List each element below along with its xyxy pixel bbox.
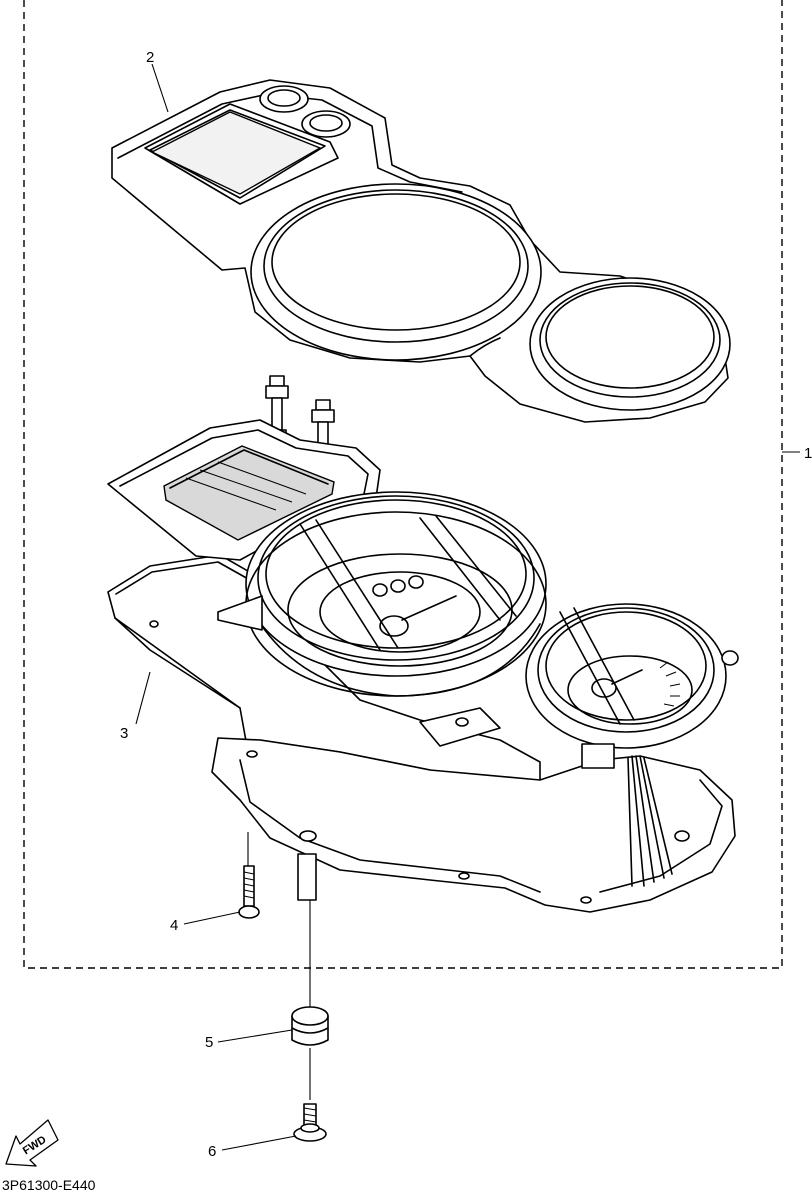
leader-lines xyxy=(135,63,297,1151)
callout-5: 5 xyxy=(205,1034,213,1051)
fwd-arrow-icon: FWD xyxy=(5,1119,59,1167)
drawing-code: 3P61300-E440 xyxy=(2,1177,96,1192)
screw-part-4[interactable] xyxy=(238,832,260,919)
callout-4: 4 xyxy=(170,917,178,934)
assembly-boundary xyxy=(23,0,800,969)
meter-case-assembly[interactable] xyxy=(107,419,739,913)
callout-6: 6 xyxy=(208,1143,216,1160)
callout-1: 1 xyxy=(804,445,812,462)
callout-2: 2 xyxy=(146,49,154,66)
grommet-part-5[interactable] xyxy=(291,900,329,1100)
bolt-part-6[interactable] xyxy=(293,1103,327,1142)
meter-cover-bezel[interactable] xyxy=(111,79,731,423)
callout-3: 3 xyxy=(120,725,128,742)
